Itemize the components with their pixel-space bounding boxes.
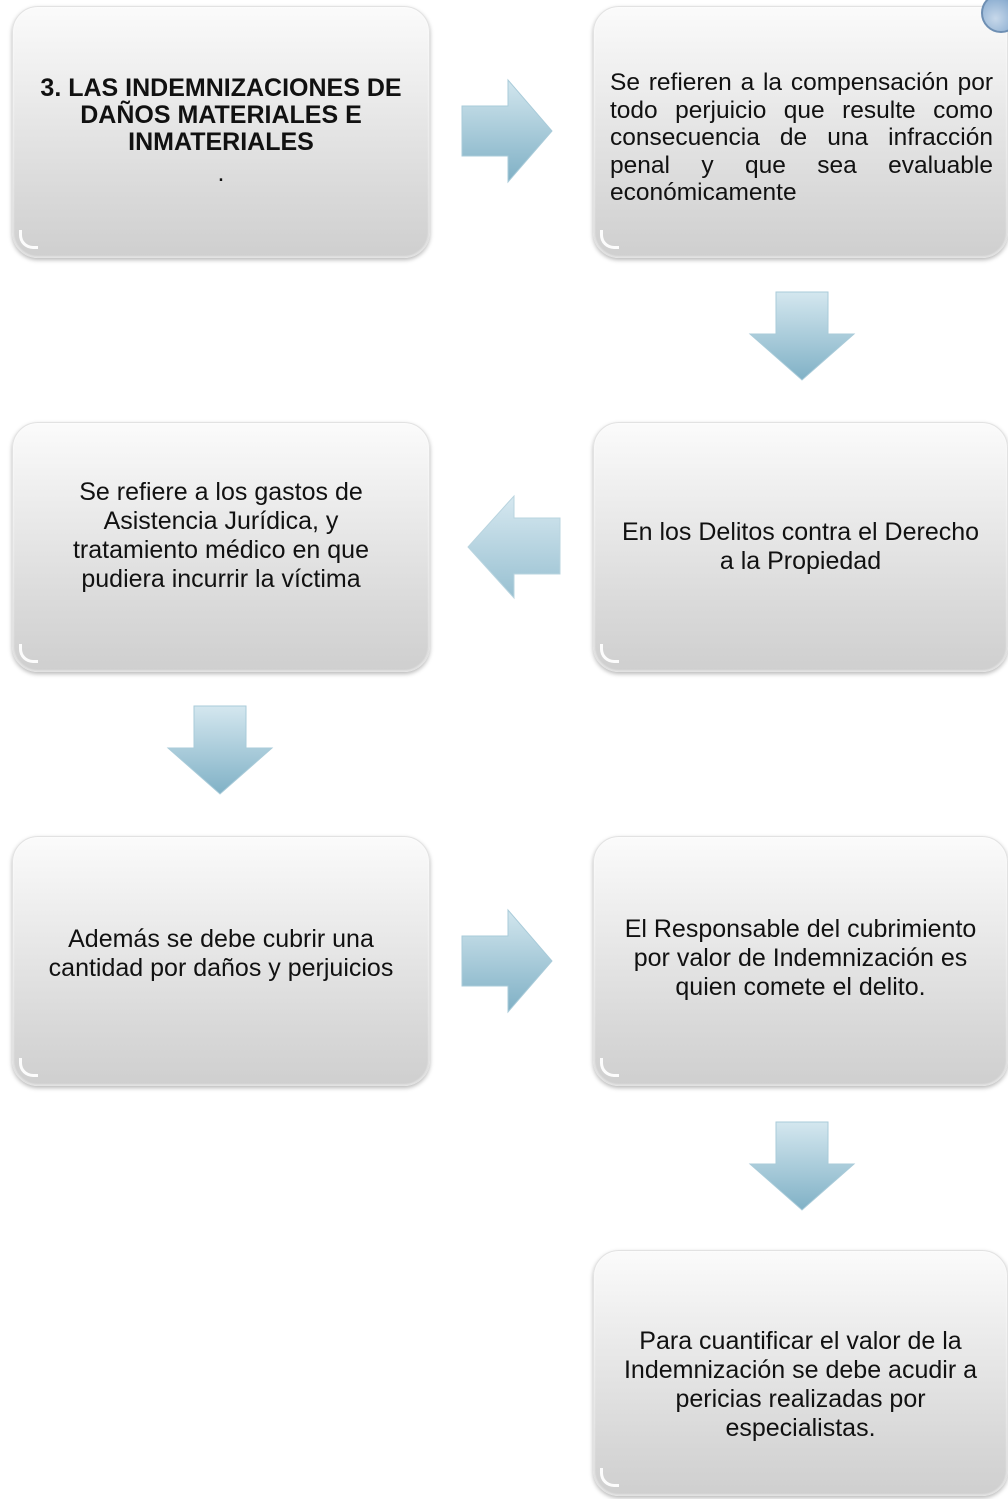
box-curl-decoration	[600, 644, 619, 663]
node-box-6: El Responsable del cubrimiento por valor…	[593, 836, 1008, 1086]
node-1-dot: .	[217, 159, 225, 187]
node-6-text: El Responsable del cubrimiento por valor…	[624, 914, 977, 1001]
arrow-down-3	[748, 1121, 856, 1211]
box-curl-decoration	[19, 1058, 38, 1077]
arrow-right-1	[461, 78, 553, 184]
node-1-heading: 3. LAS INDEMNIZACIONES DE DAÑOS MATERIAL…	[40, 74, 402, 156]
node-5-text: Además se debe cubrir una cantidad por d…	[48, 925, 394, 982]
node-7-text: Para cuantificar el valor de la Indemniz…	[623, 1327, 977, 1442]
box-curl-decoration	[19, 644, 38, 663]
arrow-right-2	[461, 908, 553, 1014]
logo-icon	[981, 0, 1008, 33]
box-curl-decoration	[600, 1058, 619, 1077]
arrow-down-2	[166, 705, 274, 795]
node-box-2: Se refieren a la compensación por todo p…	[593, 0, 1008, 258]
box-curl-decoration	[19, 230, 38, 249]
node-box-7: Para cuantificar el valor de la Indemniz…	[593, 1250, 1008, 1496]
node-2-text: Se refieren a la compensación por todo p…	[610, 69, 993, 206]
node-3-text: Se refiere a los gastos de Asistencia Ju…	[72, 478, 369, 593]
node-4-text: En los Delitos contra el Derecho a la Pr…	[621, 518, 980, 575]
node-box-5: Además se debe cubrir una cantidad por d…	[12, 836, 430, 1086]
node-box-1: 3. LAS INDEMNIZACIONES DE DAÑOS MATERIAL…	[12, 6, 430, 258]
arrow-down-1	[748, 291, 856, 381]
arrow-left-1	[467, 494, 561, 600]
node-box-4: En los Delitos contra el Derecho a la Pr…	[593, 422, 1008, 672]
node-box-3: Se refiere a los gastos de Asistencia Ju…	[12, 422, 430, 672]
box-curl-decoration	[600, 1468, 619, 1487]
box-curl-decoration	[600, 230, 619, 249]
